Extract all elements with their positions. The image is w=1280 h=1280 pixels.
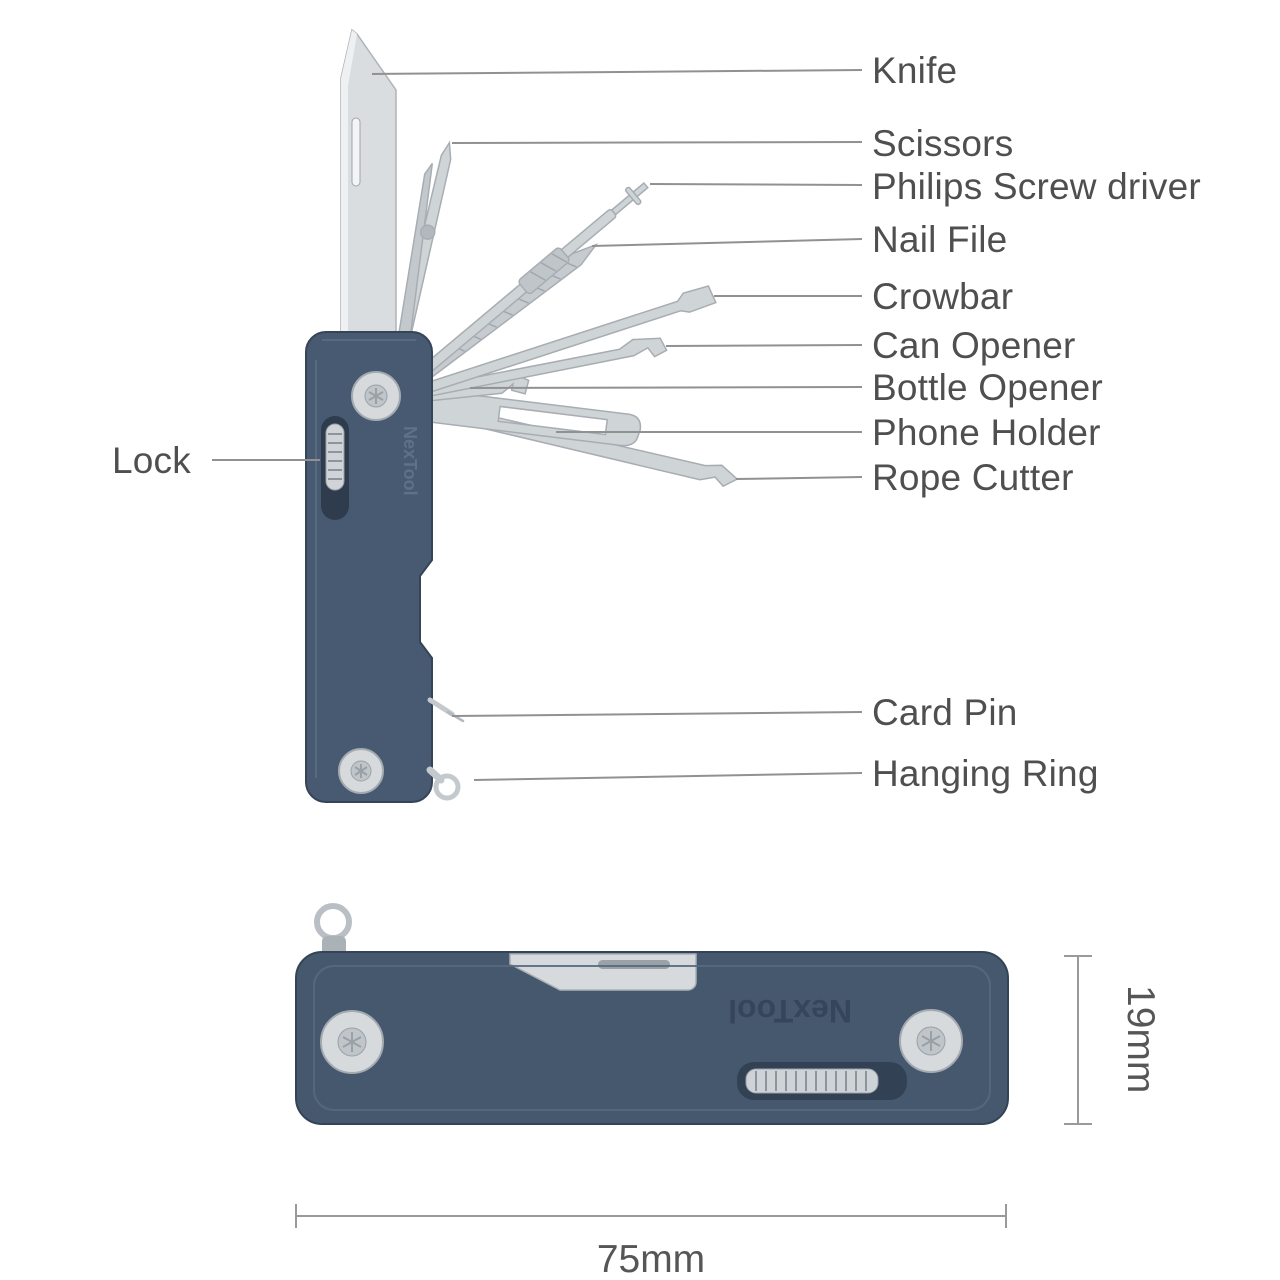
callout-hanging-ring: Hanging Ring <box>872 753 1099 794</box>
philips-screwdriver-art <box>387 181 649 404</box>
callout-lock: Lock <box>112 440 191 481</box>
lock-slider-art <box>321 416 349 520</box>
length-dimension-line <box>295 1204 1007 1228</box>
brand-vertical-text: NexTool <box>400 426 420 496</box>
can-opener-art <box>387 337 668 405</box>
leader-lines <box>212 69 863 781</box>
side-right-screw-art <box>899 1009 963 1073</box>
phone-holder-art <box>387 384 642 447</box>
top-screw-art <box>351 371 401 421</box>
callout-philips-screwdriver: Philips Screw driver <box>872 166 1201 207</box>
length-dimension-label: 75mm <box>596 1238 706 1280</box>
height-dimension-label: 19mm <box>1119 985 1162 1094</box>
callout-crowbar: Crowbar <box>872 276 1014 317</box>
brand-bottom-text: NexTool <box>728 993 852 1029</box>
side-view-art: NexTool <box>295 903 1009 1125</box>
callout-knife: Knife <box>872 50 958 91</box>
side-slider-art <box>737 1062 907 1100</box>
callout-can-opener: Can Opener <box>872 325 1076 366</box>
callout-card-pin: Card Pin <box>872 692 1018 733</box>
side-left-screw-art <box>320 1010 384 1074</box>
crowbar-art <box>387 285 717 406</box>
callout-scissors: Scissors <box>872 123 1014 164</box>
callout-rope-cutter: Rope Cutter <box>872 457 1074 498</box>
handle-art: NexTool <box>305 331 465 803</box>
callout-phone-holder: Phone Holder <box>872 412 1101 453</box>
callout-nail-file: Nail File <box>872 219 1008 260</box>
bottom-screw-art <box>338 748 384 794</box>
hanging-ring-art <box>426 766 461 801</box>
knife-blade-art <box>340 28 397 336</box>
height-dimension-line <box>1064 955 1092 1125</box>
side-ring-art <box>314 903 352 958</box>
card-pin-art <box>427 697 465 723</box>
callout-bottle-opener: Bottle Opener <box>872 367 1103 408</box>
